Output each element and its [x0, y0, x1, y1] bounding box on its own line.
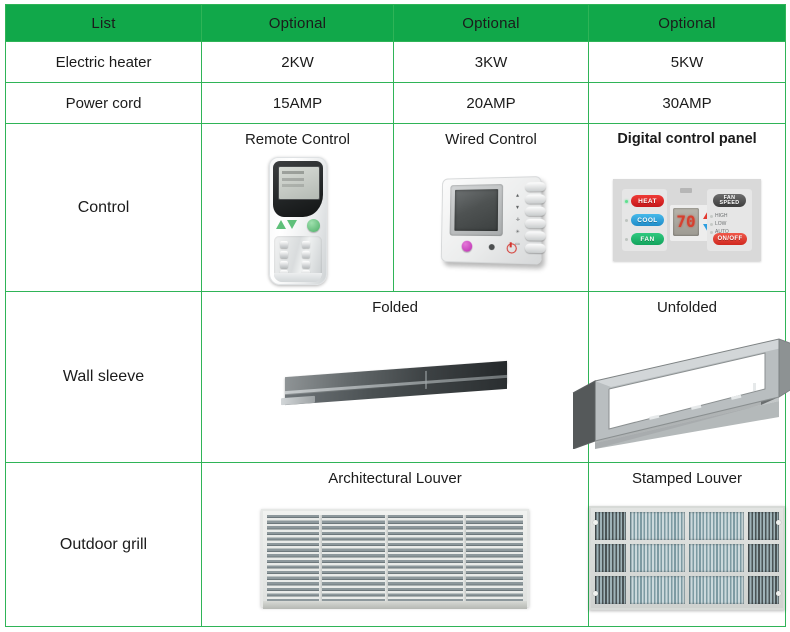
header-row: List Optional Optional Optional: [5, 4, 786, 42]
temperature-display: 70: [673, 208, 699, 237]
architectural-louver-image: [202, 490, 588, 627]
table-row-control: Control Remote Control: [5, 123, 786, 292]
caption-unfolded: Unfolded: [656, 299, 718, 316]
cell-architectural-louver: Architectural Louver: [201, 462, 589, 627]
cell-digital-control-panel: Digital control panel HEAT COOL FAN: [588, 123, 786, 292]
caption-stamped-louver: Stamped Louver: [631, 470, 743, 487]
remote-lcd-screen: [277, 165, 320, 200]
caption-folded: Folded: [372, 299, 418, 316]
digital-control-panel-image: HEAT COOL FAN 70: [589, 150, 785, 291]
row-label-control: Control: [5, 123, 202, 292]
row-label-electric-heater: Electric heater: [5, 41, 202, 83]
remote-footer: [273, 272, 322, 282]
heat-led-icon: [625, 200, 628, 204]
caption-digital-control-panel: Digital control panel: [617, 131, 757, 147]
caption-wired-control: Wired Control: [445, 131, 537, 148]
remote-button-pad: [273, 235, 322, 280]
table-body: Electric heater 2KW 3KW 5KW Power cord 1…: [5, 41, 790, 627]
fan-button: FAN: [631, 233, 664, 246]
wired-key-marks: ▲▼✛ ☀▭: [515, 192, 521, 248]
wired-mode-button: [461, 240, 473, 252]
wired-sensor-dot: [488, 243, 495, 250]
fan-speed-option-low: LOW: [709, 221, 727, 228]
mode-button-group: HEAT COOL FAN: [622, 189, 667, 252]
table-row-electric-heater: Electric heater 2KW 3KW 5KW: [5, 41, 786, 83]
stamped-louver-object: [589, 505, 785, 610]
table-row-power-cord: Power cord 15AMP 20AMP 30AMP: [5, 82, 786, 124]
header-cell-optional-1: Optional: [201, 4, 394, 42]
spec-table-sheet: List Optional Optional Optional Electric…: [0, 4, 790, 632]
cell-power-cord-20amp: 20AMP: [393, 82, 589, 124]
caption-architectural-louver: Architectural Louver: [328, 470, 462, 487]
unfolded-sleeve-object: [565, 331, 790, 450]
panel-top-button: [680, 188, 692, 194]
cool-button: COOL: [631, 214, 664, 227]
heat-button: HEAT: [631, 195, 664, 208]
header-cell-list: List: [5, 4, 202, 42]
cell-power-cord-30amp: 30AMP: [588, 82, 786, 124]
architectural-louver-object: [261, 508, 529, 609]
remote-control-device: [268, 156, 327, 285]
on-off-button: ON/OFF: [713, 233, 747, 246]
table-header: List Optional Optional Optional: [5, 4, 786, 42]
remote-up-arrow-icon: [275, 219, 286, 229]
remote-down-arrow-icon: [286, 219, 297, 229]
cell-electric-heater-3kw: 3KW: [393, 41, 589, 83]
wired-control-device: ▲▼✛ ☀▭: [440, 175, 546, 267]
fan-speed-option-auto: AUTO: [710, 229, 729, 236]
cell-wall-sleeve-folded: Folded: [201, 291, 589, 463]
cell-electric-heater-2kw: 2KW: [201, 41, 394, 83]
table-row-outdoor-grill: Outdoor grill Architectural Louver: [5, 462, 786, 627]
fan-speed-label-line2: SPEED: [719, 199, 740, 206]
row-label-power-cord: Power cord: [5, 82, 202, 124]
unfolded-sleeve-image: [572, 319, 790, 463]
fan-speed-group: FAN SPEED HIGH LOW AUTO ON/OFF: [707, 189, 752, 252]
digital-control-panel-device: HEAT COOL FAN 70: [613, 179, 761, 262]
cell-remote-control: Remote Control: [201, 123, 394, 292]
folded-sleeve-image: [202, 319, 588, 463]
table-row-wall-sleeve: Wall sleeve Folded: [5, 291, 790, 463]
wired-control-image: ▲▼✛ ☀▭: [394, 151, 588, 292]
cool-led-icon: [625, 219, 628, 223]
cell-power-cord-15amp: 15AMP: [201, 82, 394, 124]
fan-speed-label: FAN SPEED: [713, 194, 746, 208]
remote-power-button: [306, 218, 320, 232]
row-label-outdoor-grill: Outdoor grill: [5, 462, 202, 627]
folded-sleeve-object: [275, 359, 515, 421]
stamped-louver-image: [589, 490, 785, 627]
cell-wired-control: Wired Control ▲▼: [393, 123, 589, 292]
header-cell-optional-3: Optional: [588, 4, 786, 42]
wired-bezel: [449, 183, 504, 236]
caption-remote-control: Remote Control: [244, 131, 351, 148]
fan-speed-option-high: HIGH: [710, 213, 728, 220]
fan-led-icon: [625, 238, 628, 242]
row-label-wall-sleeve: Wall sleeve: [5, 291, 202, 463]
cell-electric-heater-5kw: 5KW: [588, 41, 786, 83]
wired-lcd-screen: [454, 188, 499, 231]
header-cell-optional-2: Optional: [393, 4, 589, 42]
remote-control-image: [202, 151, 393, 292]
optional-accessories-table: List Optional Optional Optional Electric…: [5, 4, 790, 627]
cell-stamped-louver: Stamped Louver: [588, 462, 786, 627]
wired-key-column: [523, 181, 546, 260]
cell-wall-sleeve-unfolded: Unfolded: [572, 291, 790, 463]
fan-speed-label-line1: FAN: [723, 194, 736, 201]
